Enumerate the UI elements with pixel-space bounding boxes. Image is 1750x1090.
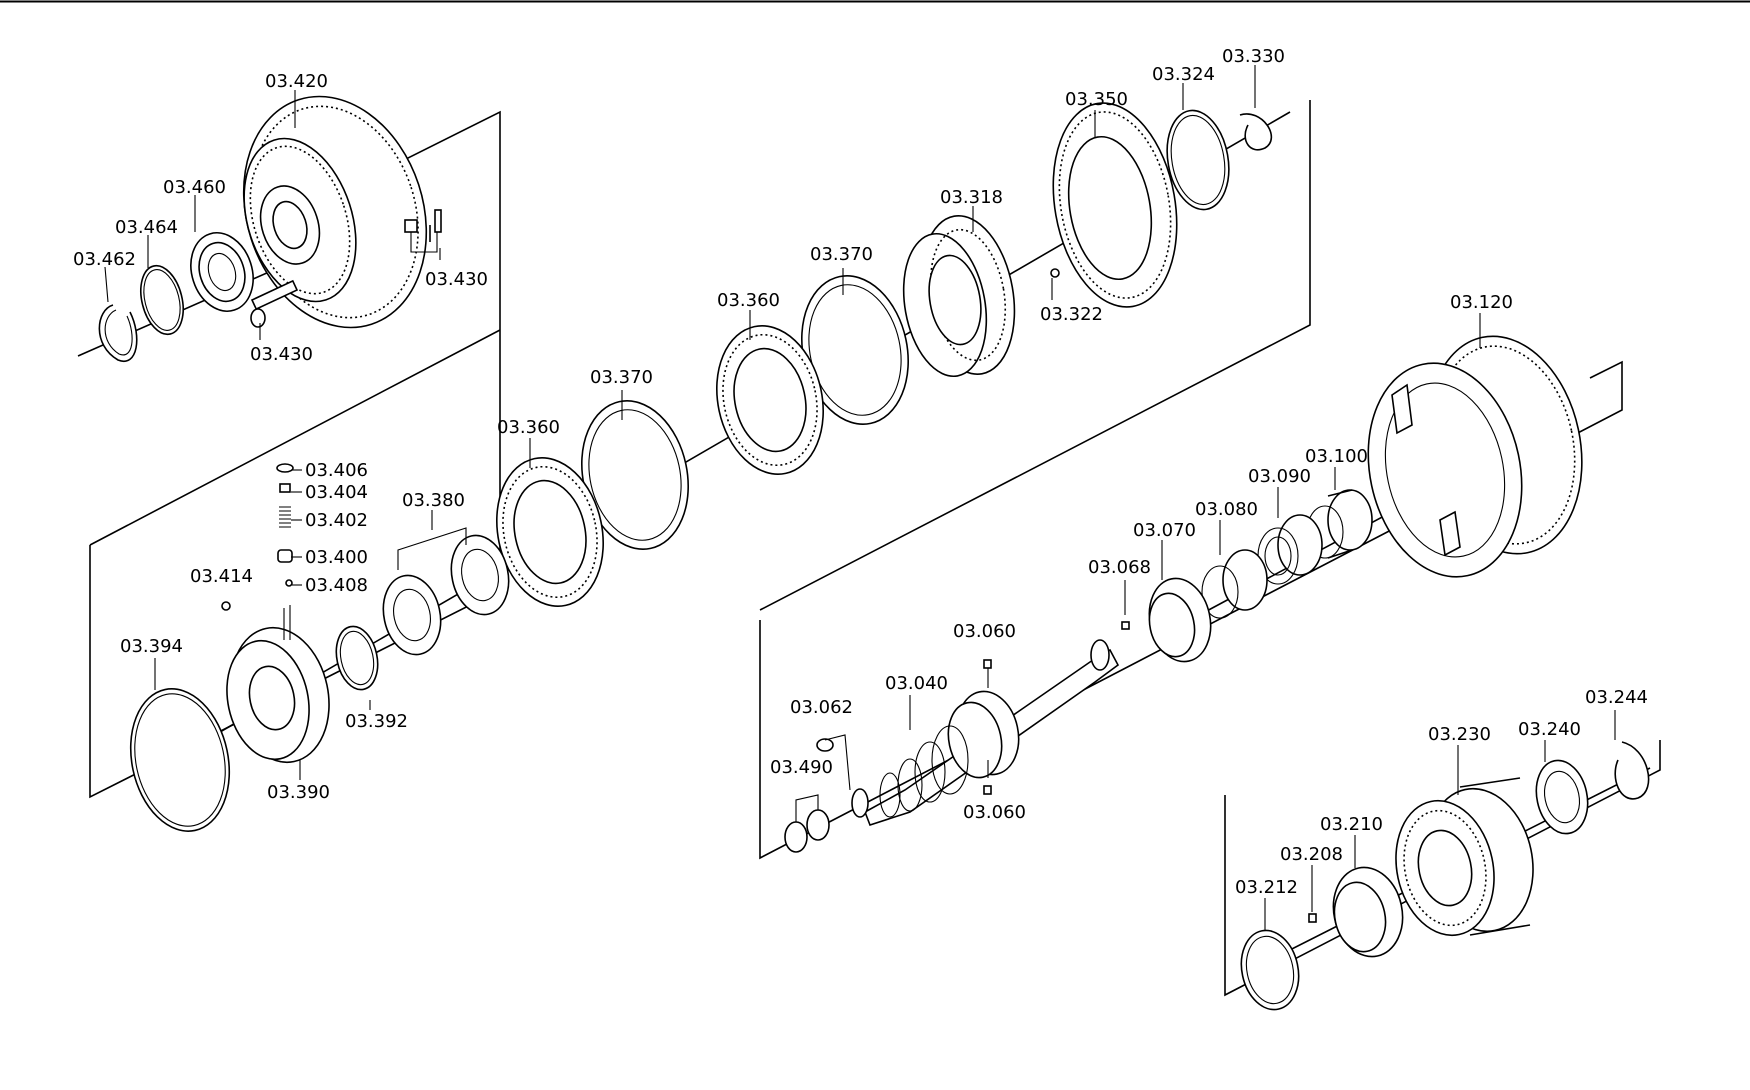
bearing-03-460 — [190, 232, 254, 312]
label-03-322: 03.322 — [1040, 304, 1103, 325]
label-03-070: 03.070 — [1133, 520, 1196, 541]
snap-ring-03-330 — [1239, 113, 1273, 151]
seal-03-210 — [1332, 866, 1404, 958]
label-03-370-upper: 03.370 — [810, 244, 873, 265]
rings-03-490 — [784, 794, 830, 853]
bearing-03-090 — [1257, 514, 1323, 585]
label-03-460: 03.460 — [163, 177, 226, 198]
snap-ring-03-462 — [98, 304, 138, 363]
snap-ring-03-244 — [1614, 741, 1650, 800]
label-03-060-lower: 03.060 — [963, 802, 1026, 823]
label-03-430-lower: 03.430 — [250, 344, 313, 365]
label-03-420: 03.420 — [265, 71, 328, 92]
label-03-230: 03.230 — [1428, 724, 1491, 745]
label-03-068: 03.068 — [1088, 557, 1151, 578]
label-03-370-lower: 03.370 — [590, 367, 653, 388]
part-labels: 03.420 03.460 03.464 03.462 03.430 03.43… — [73, 46, 1648, 898]
label-03-392: 03.392 — [345, 711, 408, 732]
seal-ring-03-394 — [129, 688, 231, 832]
carrier-03-318 — [902, 215, 1016, 378]
disc-03-360-lower — [495, 457, 605, 607]
ball-03-322 — [1050, 268, 1060, 278]
label-03-360-lower: 03.360 — [497, 417, 560, 438]
pin-03-430 — [404, 209, 442, 253]
frame-top-right — [89, 100, 1311, 611]
ring-03-240 — [1535, 759, 1589, 835]
frame-middle-right — [759, 360, 1623, 860]
disc-03-350 — [1052, 102, 1178, 308]
ring-03-464 — [140, 264, 184, 336]
bearing-03-230 — [1395, 777, 1534, 937]
spacer-03-380 — [382, 527, 510, 656]
ring-03-212 — [1240, 929, 1300, 1011]
ring-03-392 — [335, 625, 379, 691]
label-03-062: 03.062 — [790, 697, 853, 718]
label-03-244: 03.244 — [1585, 687, 1648, 708]
label-03-408: 03.408 — [305, 575, 368, 596]
valve-parts-0340x — [221, 463, 294, 611]
label-03-462: 03.462 — [73, 249, 136, 270]
label-03-040: 03.040 — [885, 673, 948, 694]
plug-03-062 — [816, 734, 851, 791]
label-03-380: 03.380 — [402, 490, 465, 511]
bushing-03-080 — [1201, 549, 1268, 619]
label-03-360-upper: 03.360 — [717, 290, 780, 311]
label-03-350: 03.350 — [1065, 89, 1128, 110]
label-03-100: 03.100 — [1305, 446, 1368, 467]
label-03-390: 03.390 — [267, 782, 330, 803]
bolt-03-430 — [250, 279, 299, 328]
shaft-03-040 — [851, 639, 1120, 826]
ball-03-208 — [1308, 913, 1317, 923]
label-03-120: 03.120 — [1450, 292, 1513, 313]
label-03-430-upper: 03.430 — [425, 269, 488, 290]
label-03-414: 03.414 — [190, 566, 253, 587]
disc-03-360-upper — [715, 325, 825, 475]
label-03-324: 03.324 — [1152, 64, 1215, 85]
label-03-212: 03.212 — [1235, 877, 1298, 898]
ball-03-068 — [1121, 621, 1130, 630]
gear-03-420 — [242, 95, 428, 329]
leader-lines — [104, 65, 1616, 930]
label-03-404: 03.404 — [305, 482, 368, 503]
label-03-402: 03.402 — [305, 510, 368, 531]
label-03-464: 03.464 — [115, 217, 178, 238]
seal-03-070 — [1148, 577, 1212, 663]
label-03-210: 03.210 — [1320, 814, 1383, 835]
housing-03-120 — [1367, 335, 1583, 578]
label-03-080: 03.080 — [1195, 499, 1258, 520]
label-03-090: 03.090 — [1248, 466, 1311, 487]
label-03-318: 03.318 — [940, 187, 1003, 208]
label-03-240: 03.240 — [1518, 719, 1581, 740]
label-03-060-upper: 03.060 — [953, 621, 1016, 642]
label-03-400: 03.400 — [305, 547, 368, 568]
label-03-406: 03.406 — [305, 460, 368, 481]
label-03-394: 03.394 — [120, 636, 183, 657]
ring-03-324 — [1166, 109, 1230, 211]
label-03-208: 03.208 — [1280, 844, 1343, 865]
piston-03-390 — [226, 605, 330, 764]
label-03-330: 03.330 — [1222, 46, 1285, 67]
label-03-490: 03.490 — [770, 757, 833, 778]
